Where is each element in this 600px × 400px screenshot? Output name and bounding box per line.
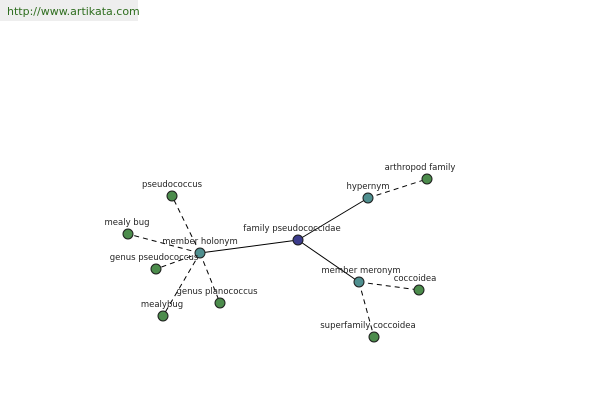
node-label-genus-pseudococcus[interactable]: genus pseudococcus	[110, 253, 199, 263]
edge-family-pseudococcidae-to-hypernym	[297, 197, 369, 241]
site-url-link[interactable]: http://www.artikata.com	[7, 5, 140, 18]
node-label-superfamily-coccoidea[interactable]: superfamily coccoidea	[320, 321, 416, 331]
edge-member-holonym-to-mealybug	[162, 252, 201, 317]
node-hypernym[interactable]	[362, 192, 374, 204]
node-label-genus-planococcus[interactable]: genus planococcus	[176, 287, 258, 297]
node-pseudococcus[interactable]	[166, 190, 178, 202]
edge-member-holonym-to-mealy-bug	[127, 233, 201, 254]
node-mealybug[interactable]	[157, 310, 169, 322]
node-member-holonym[interactable]	[194, 247, 206, 259]
edge-member-meronym-to-coccoidea	[358, 281, 420, 291]
node-label-family-pseudococcidae[interactable]: family pseudococcidae	[243, 224, 340, 234]
edge-member-holonym-to-genus-pseudococcus	[155, 252, 201, 270]
edge-member-holonym-to-pseudococcus	[171, 195, 201, 254]
node-label-coccoidea[interactable]: coccoidea	[394, 274, 437, 284]
edge-hypernym-to-arthropod-family	[367, 178, 428, 199]
node-mealy-bug[interactable]	[122, 228, 134, 240]
node-family-pseudococcidae[interactable]	[292, 234, 304, 246]
node-arthropod-family[interactable]	[421, 173, 433, 185]
edge-family-pseudococcidae-to-member-meronym	[297, 239, 360, 283]
node-label-mealybug[interactable]: mealybug	[141, 300, 183, 310]
node-label-member-holonym[interactable]: member holonym	[162, 237, 237, 247]
url-banner: http://www.artikata.com	[0, 0, 140, 21]
node-genus-pseudococcus[interactable]	[150, 263, 162, 275]
edge-family-pseudococcidae-to-member-holonym	[199, 239, 299, 254]
node-coccoidea[interactable]	[413, 284, 425, 296]
node-superfamily-coccoidea[interactable]	[368, 331, 380, 343]
nodes-layer	[122, 173, 433, 343]
edges-layer	[127, 178, 428, 338]
edge-member-meronym-to-superfamily-coccoidea	[358, 281, 375, 338]
node-label-pseudococcus[interactable]: pseudococcus	[142, 180, 203, 190]
node-label-arthropod-family[interactable]: arthropod family	[385, 163, 456, 173]
node-label-member-meronym[interactable]: member meronym	[321, 266, 400, 276]
node-label-hypernym[interactable]: hypernym	[346, 182, 389, 192]
node-member-meronym[interactable]	[353, 276, 365, 288]
node-label-mealy-bug[interactable]: mealy bug	[105, 218, 150, 228]
node-genus-planococcus[interactable]	[214, 297, 226, 309]
labels-layer: family pseudococcidae hypernym arthropod f…	[105, 163, 456, 331]
